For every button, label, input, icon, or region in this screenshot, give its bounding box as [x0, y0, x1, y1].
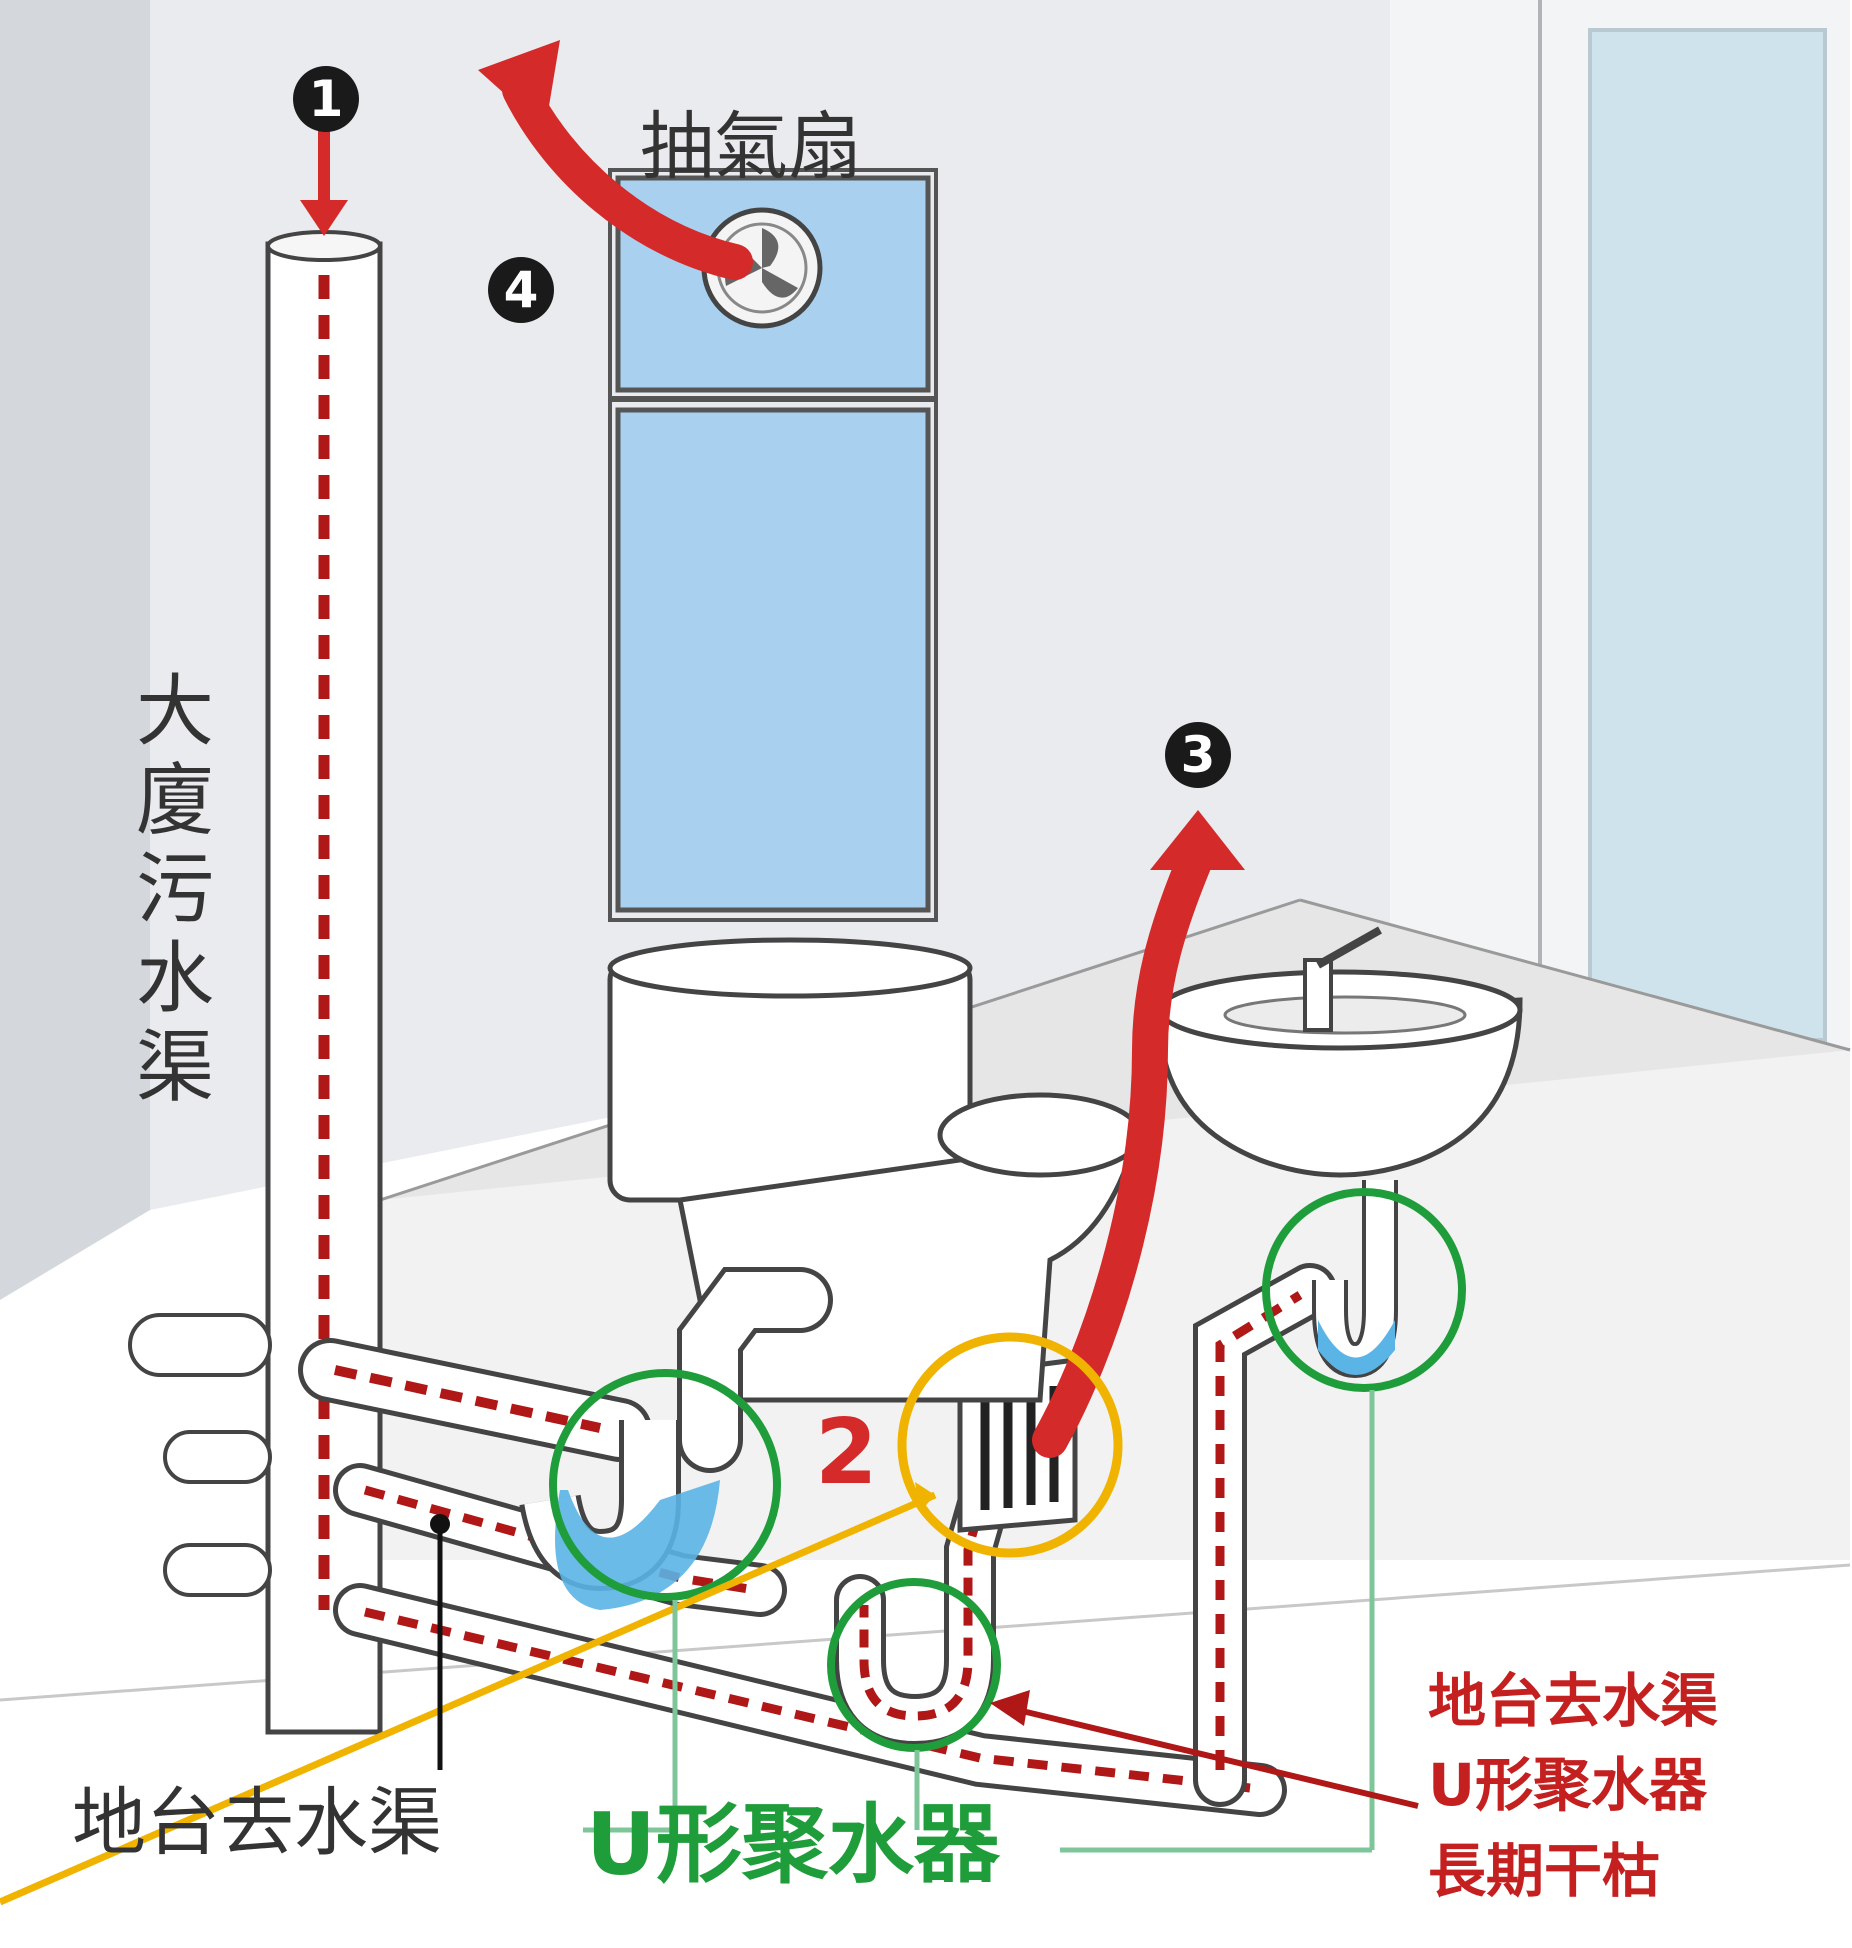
basin-trap-water: [1318, 1320, 1395, 1375]
marker-2: 2: [815, 1400, 878, 1505]
building-sewer-label: 大廈污水渠: [135, 667, 214, 1113]
right-window-panel: [1588, 28, 1827, 1042]
exhaust-fan-label: 抽氣扇: [640, 104, 862, 190]
warning-leader: [1017, 1707, 1419, 1809]
marker-3: 3: [1165, 722, 1231, 788]
marker-1: 1: [293, 66, 359, 132]
warning-line-2: U形聚水器: [1428, 1751, 1708, 1819]
warning-line-1: 地台去水渠: [1428, 1667, 1719, 1735]
faucet: [1303, 958, 1333, 1032]
main-window: [615, 407, 931, 913]
floor-trap-highlight: [827, 1578, 1001, 1752]
u-trap-leader-lines: [583, 1390, 1375, 1853]
warning-line-3: 長期干枯: [1428, 1837, 1661, 1905]
floor-drain-label: 地台去水渠: [72, 1780, 442, 1866]
marker-4: 4: [488, 257, 554, 323]
floor-drain-highlight: [897, 1332, 1123, 1558]
left-wall: [0, 0, 150, 1300]
basin-trap-highlight: [1262, 1188, 1466, 1392]
u-trap-label: U形聚水器: [586, 1795, 1000, 1895]
toilet-trap-highlight: [549, 1369, 781, 1601]
drain-airflow-arrow: [1032, 842, 1213, 1458]
